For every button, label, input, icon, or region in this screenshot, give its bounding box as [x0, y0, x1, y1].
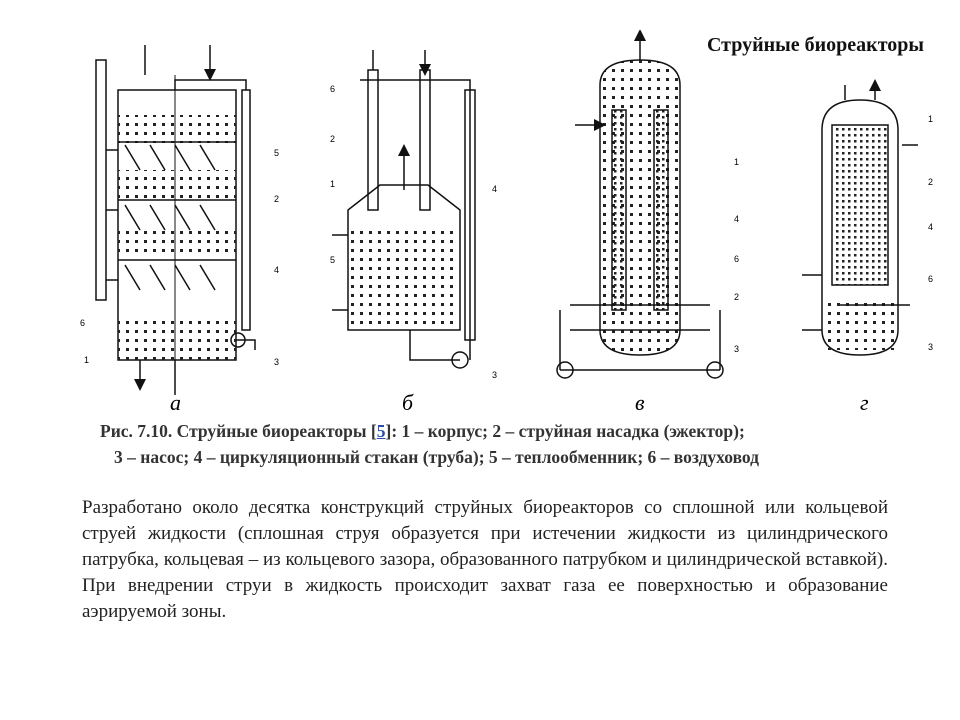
- caption-prefix: Рис. 7.10. Струйные биореакторы [: [100, 421, 377, 441]
- diagram-g: [802, 85, 918, 356]
- svg-text:1: 1: [330, 179, 335, 189]
- panel-label-a: а: [170, 390, 181, 415]
- bioreactor-figure: а 5 2 4 6 1 3 б 6 2 1 5 4 3: [80, 30, 933, 415]
- diagram-v: [556, 30, 724, 379]
- callouts-g: 1 2 4 6 3: [928, 114, 933, 352]
- caption-line2: 3 – насос; 4 – циркуляционный стакан (тр…: [114, 447, 760, 467]
- svg-text:2: 2: [330, 134, 335, 144]
- svg-text:3: 3: [492, 370, 497, 380]
- panel-label-v: в: [635, 390, 645, 415]
- panel-label-b: б: [402, 390, 414, 415]
- svg-text:3: 3: [274, 357, 279, 367]
- svg-text:6: 6: [928, 274, 933, 284]
- slide-title: Струйные биореакторы: [707, 34, 924, 56]
- svg-text:2: 2: [734, 292, 739, 302]
- callouts-v: 1 4 6 2 3: [734, 157, 739, 354]
- svg-text:2: 2: [274, 194, 279, 204]
- panel-label-g: г: [860, 390, 869, 415]
- svg-text:3: 3: [734, 344, 739, 354]
- caption-line1-rest: ]: 1 – корпус; 2 – струйная насадка (эже…: [385, 421, 745, 441]
- svg-text:1: 1: [734, 157, 739, 167]
- svg-text:6: 6: [330, 84, 335, 94]
- diagram-b: [332, 50, 476, 369]
- svg-text:5: 5: [274, 148, 279, 158]
- svg-text:6: 6: [80, 318, 85, 328]
- svg-text:2: 2: [928, 177, 933, 187]
- svg-text:4: 4: [928, 222, 933, 232]
- callouts-b: 6 2 1 5 4 3: [330, 84, 497, 380]
- svg-text:4: 4: [274, 265, 279, 275]
- callouts-a: 5 2 4 6 1 3: [80, 148, 279, 367]
- svg-text:1: 1: [84, 355, 89, 365]
- svg-text:4: 4: [492, 184, 497, 194]
- figure-caption: Рис. 7.10. Струйные биореакторы [5]: 1 –…: [100, 418, 920, 470]
- reference-link[interactable]: 5: [376, 421, 386, 441]
- diagram-a: [95, 45, 256, 395]
- svg-text:3: 3: [928, 342, 933, 352]
- svg-text:5: 5: [330, 255, 335, 265]
- svg-text:4: 4: [734, 214, 739, 224]
- svg-text:6: 6: [734, 254, 739, 264]
- svg-text:1: 1: [928, 114, 933, 124]
- body-paragraph: Разработано около десятка конструкций ст…: [82, 497, 888, 622]
